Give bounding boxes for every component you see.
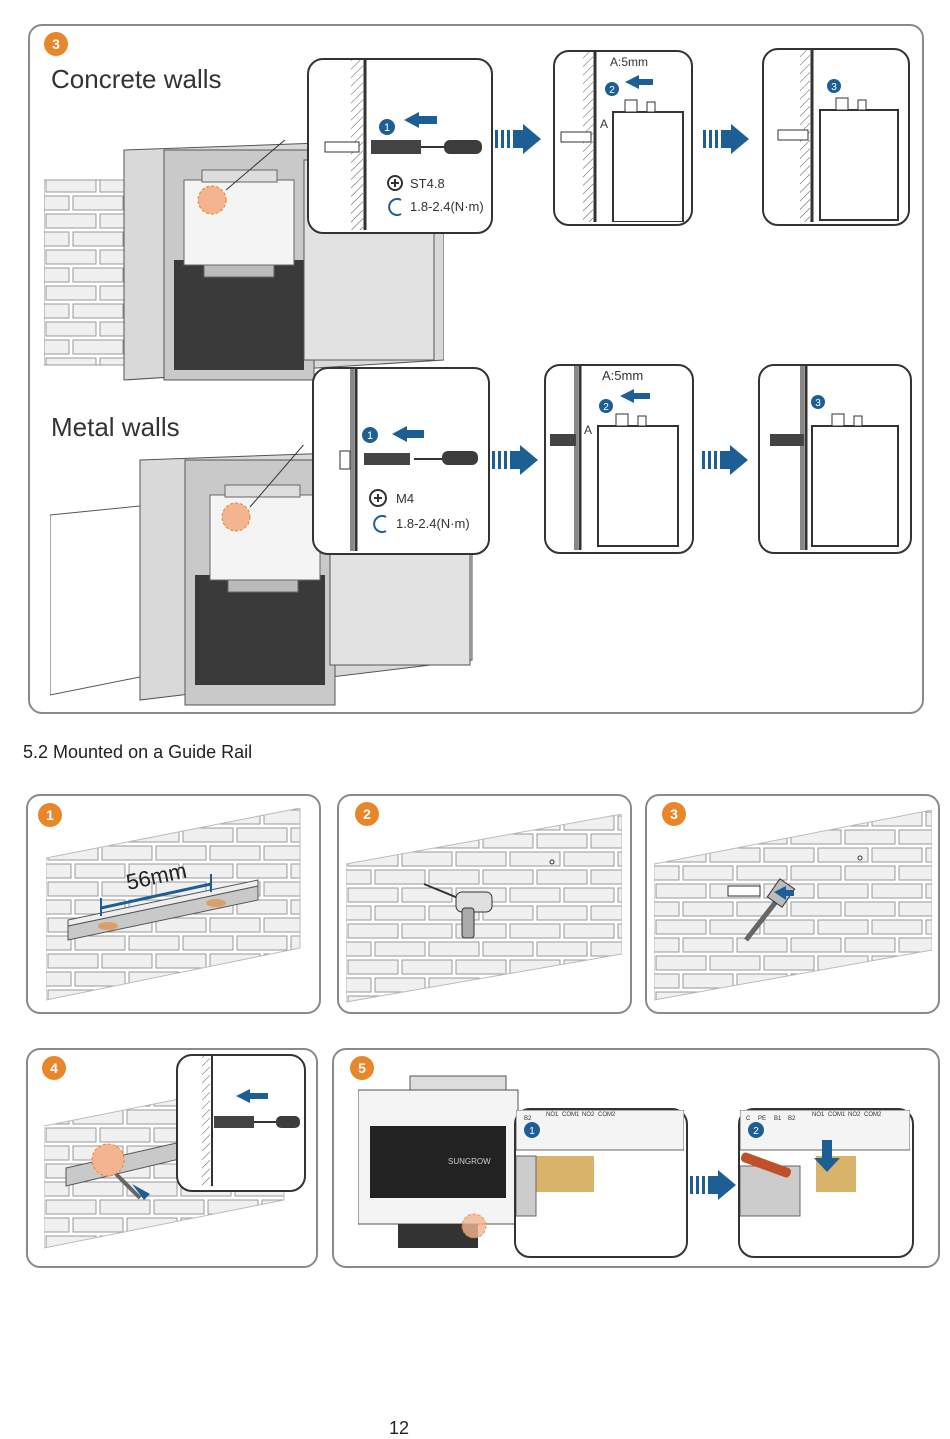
metal-marker-1: 1 (367, 430, 373, 442)
concrete-torque: 1.8-2.4(N·m) (410, 199, 484, 214)
metal-screw-spec: M4 (396, 491, 414, 506)
rail-step5-callout-b-drawing: 2 C PE B1 B2 NO1 COM1 NO2 COM2 (740, 1110, 910, 1217)
rail-step2-drawing (346, 814, 622, 1003)
terminal-label: NO1 (546, 1112, 559, 1118)
terminal-label: PE (758, 1116, 766, 1122)
concrete-gap-letter: A (600, 117, 608, 131)
rail-step3-badge: 3 (662, 802, 686, 826)
terminal-label: NO1 (812, 1112, 825, 1118)
concrete-screw-spec: ST4.8 (410, 176, 445, 191)
terminal-label: B1 (774, 1116, 782, 1122)
terminal-label: COM1 (828, 1112, 846, 1118)
rail-step1-drawing: 56mm (46, 808, 301, 1001)
metal-screw-highlight (221, 502, 251, 532)
rail-step3-drawing (654, 810, 932, 1001)
terminal-label: B2 (788, 1116, 796, 1122)
step3-badge: 3 (44, 32, 68, 56)
section-title: 5.2 Mounted on a Guide Rail (23, 742, 253, 762)
metal-done-drawing: 3 (770, 366, 899, 550)
terminal-label: C (746, 1116, 751, 1122)
drill-icon (423, 883, 493, 939)
next-arrow-icon (690, 1170, 736, 1200)
concrete-marker-2: 2 (609, 85, 615, 96)
torque-icon (388, 198, 402, 216)
device-brand-label: SUNGROW (448, 1157, 491, 1166)
metal-gap-label: A:5mm (602, 368, 643, 383)
concrete-marker-3: 3 (831, 82, 837, 93)
concrete-walls-title: Concrete walls (51, 64, 222, 94)
terminal-label: NO2 (848, 1112, 861, 1118)
metal-gap-letter: A (584, 423, 592, 437)
rail-step1-badge: 1 (38, 803, 62, 827)
concrete-screw-drawing: 1 ST4.8 1.8-2.4(N·m) (324, 60, 484, 230)
next-arrow-icon (702, 445, 748, 475)
metal-torque: 1.8-2.4(N·m) (396, 516, 470, 531)
metal-screw-drawing: 1 M4 1.8-2.4(N·m) (339, 369, 478, 551)
terminal-label: COM2 (598, 1112, 616, 1118)
metal-gap-drawing: A:5mm A 2 (550, 366, 679, 550)
concrete-wall-scene (44, 140, 444, 381)
page-number: 12 (389, 1418, 410, 1438)
rail-step5-callout-a-drawing: 1 B2 NO1 COM1 NO2 COM2 (516, 1110, 684, 1217)
concrete-gap-drawing: A:5mm A 2 (560, 52, 684, 222)
hammer-icon (727, 878, 796, 942)
metal-walls-title: Metal walls (51, 412, 180, 442)
next-arrow-icon (703, 124, 749, 154)
rail-step4-badge: 4 (42, 1056, 66, 1080)
rail-step5-badge: 5 (350, 1056, 374, 1080)
torque-icon (373, 515, 387, 533)
terminal-label: COM1 (562, 1112, 580, 1118)
terminal-label: NO2 (582, 1112, 595, 1118)
rail-step2-badge: 2 (355, 802, 379, 826)
next-arrow-icon (495, 124, 541, 154)
metal-marker-3: 3 (815, 398, 821, 409)
concrete-marker-1: 1 (384, 122, 390, 134)
logger-device-drawing: SUNGROW (358, 1075, 519, 1248)
concrete-gap-label: A:5mm (610, 55, 648, 69)
next-arrow-icon (492, 445, 538, 475)
terminal-label: COM2 (864, 1112, 882, 1118)
terminal-label: B2 (524, 1116, 532, 1122)
step5-marker-2: 2 (753, 1126, 759, 1137)
concrete-done-drawing: 3 (777, 50, 899, 222)
step5-marker-1: 1 (529, 1126, 535, 1137)
metal-marker-2: 2 (603, 402, 609, 413)
rail-step4-callout-drawing (202, 1056, 300, 1186)
concrete-screw-highlight (197, 185, 227, 215)
